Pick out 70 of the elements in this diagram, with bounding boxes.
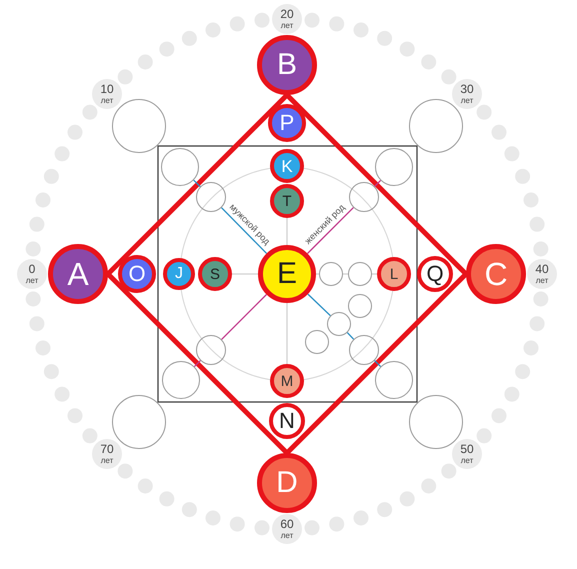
age-value: 10 [100,83,114,95]
connector-line [285,93,468,276]
connector-line [374,360,382,368]
letter-circle: B [257,35,317,95]
empty-circle [375,361,413,399]
letter-circle: K [270,149,304,183]
letter-circle: O [118,255,156,293]
age-unit: лет [100,457,114,465]
connector-line [194,360,201,368]
empty-circle [348,262,372,286]
age-marker [92,79,122,109]
age-value: 20 [280,8,294,20]
age-value: 60 [280,518,294,530]
letter-circle: Q [417,256,453,292]
empty-circle [349,182,379,212]
empty-circle [319,262,343,286]
connector-line [343,273,348,275]
age-marker [272,514,302,544]
age-value: 30 [460,83,474,95]
connector-line [307,207,354,254]
empty-circle [349,335,379,365]
empty-circle [162,361,200,399]
letter-circle: D [257,453,317,513]
age-unit: лет [26,277,38,285]
empty-circle [348,294,372,318]
connector-line [221,207,268,254]
letter-circle: P [268,104,306,142]
age-marker [92,439,122,469]
connector-line [286,218,288,245]
age-unit: лет [280,22,294,30]
connector-line [193,180,201,188]
connector-line [285,272,468,455]
age-marker [452,79,482,109]
age-value: 70 [100,443,114,455]
letter-circle: C [466,244,526,304]
letter-circle: L [377,257,411,291]
letter-circle: J [163,258,195,290]
age-unit: лет [536,277,548,285]
age-marker [17,259,47,289]
letter-circle: A [48,244,108,304]
age-unit: лет [460,97,474,105]
age-unit: лет [280,532,294,540]
age-value: 50 [460,443,474,455]
empty-circle [196,335,226,365]
empty-circle [112,99,166,153]
age-marker [452,439,482,469]
connector-line [346,332,354,340]
connector-line [232,273,258,275]
connector-line [106,272,289,455]
connector-line [286,303,288,364]
letter-circle: M [270,364,304,398]
empty-circle [327,312,351,336]
connector-line [307,294,331,316]
letter-circle: N [269,403,305,439]
empty-circle [375,148,413,186]
age-marker [527,259,557,289]
letter-circle: E [258,245,316,303]
age-unit: лет [460,457,474,465]
empty-circle [161,148,199,186]
empty-circle [305,330,329,354]
letter-circle: S [198,257,232,291]
age-unit: лет [100,97,114,105]
empty-circle [196,182,226,212]
age-value: 40 [535,263,549,275]
age-marker [272,4,302,34]
connector-line [221,294,267,340]
connector-line [106,93,289,276]
age-value: 0 [28,263,36,275]
letter-circle: T [270,184,304,218]
connector-line [374,180,382,187]
